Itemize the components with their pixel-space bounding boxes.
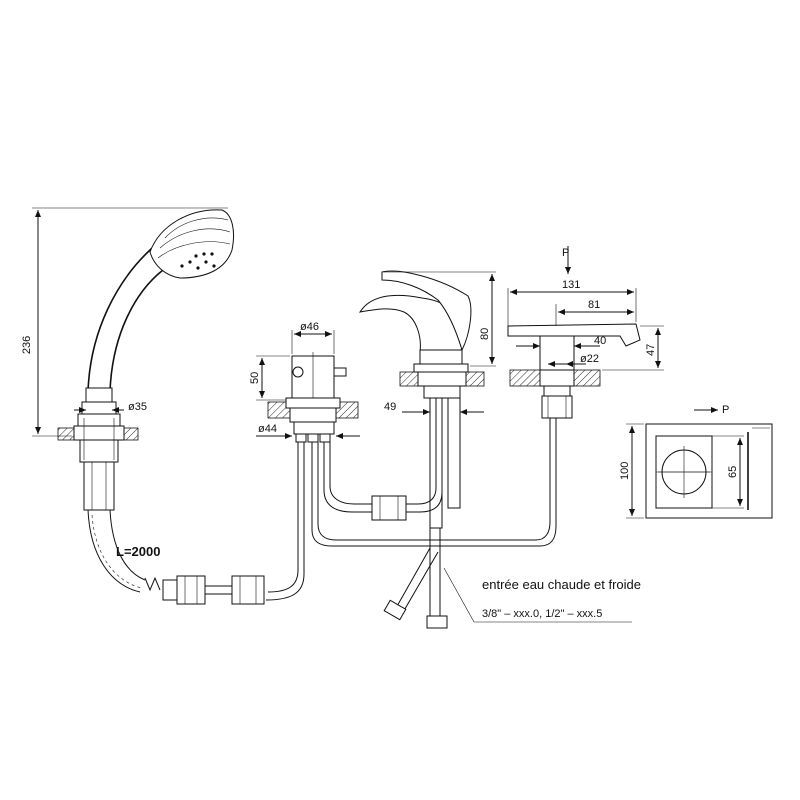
dimension-mixer-spout: 49	[384, 401, 484, 415]
pipework	[265, 398, 557, 629]
shower-hose: L=2000	[87, 509, 265, 605]
dimension-mixer-height: 80	[384, 271, 496, 367]
dimension-spout-height: 47	[602, 325, 664, 371]
dimension-spout-dia: ø22	[548, 353, 599, 367]
plate-height-label: 100	[619, 462, 631, 480]
diverter-dia-top-label: ø46	[300, 321, 319, 333]
spout-height-label: 47	[645, 344, 657, 356]
pressure-top-label: P	[562, 247, 569, 259]
inlet-spec-label: 3/8" – xxx.0, 1/2" – xxx.5	[482, 608, 602, 620]
diverter-dia-base-label: ø44	[258, 423, 277, 435]
dimension-spout-inner: 81	[555, 299, 634, 326]
hand-shower	[57, 209, 235, 511]
pressure-arrow-plate: P	[694, 404, 729, 416]
diverter-valve	[267, 352, 359, 443]
plate-inner-label: 65	[727, 466, 739, 478]
dimension-shower-height: 236	[21, 207, 228, 437]
dimension-plate-inner: 65	[712, 435, 744, 509]
spout-dia-label: ø22	[580, 353, 599, 365]
bath-spout	[507, 323, 641, 419]
inlet-note: entrée eau chaude et froide 3/8" – xxx.0…	[443, 567, 641, 623]
dimension-spout-total: 131	[507, 279, 637, 326]
dimension-spout-body: 40	[516, 335, 606, 349]
shower-nozzles	[180, 252, 216, 270]
mixer-spout-label: 49	[384, 401, 396, 413]
shower-base-dia-label: ø35	[128, 401, 147, 413]
shower-height-label: 236	[21, 336, 33, 354]
spout-total-label: 131	[562, 279, 580, 291]
diverter-height-label: 50	[249, 372, 261, 384]
mixer-tap	[358, 270, 485, 529]
inlet-note-label: entrée eau chaude et froide	[482, 577, 641, 592]
mixer-height-label: 80	[479, 328, 491, 340]
hose-length-label: L=2000	[116, 544, 160, 559]
cover-plate	[645, 423, 773, 519]
dimension-plate-height: 100	[619, 423, 644, 519]
spout-inner-label: 81	[588, 299, 600, 311]
dimension-diverter-base: ø44	[256, 423, 360, 439]
spout-body-label: 40	[594, 335, 606, 347]
dimension-diverter-height: 50	[249, 355, 290, 401]
pressure-arrow-top: P	[562, 246, 571, 274]
dimension-diverter-top: ø46	[291, 321, 335, 354]
dimension-shower-base: ø35	[74, 401, 147, 413]
pressure-plate-label: P	[722, 404, 729, 416]
